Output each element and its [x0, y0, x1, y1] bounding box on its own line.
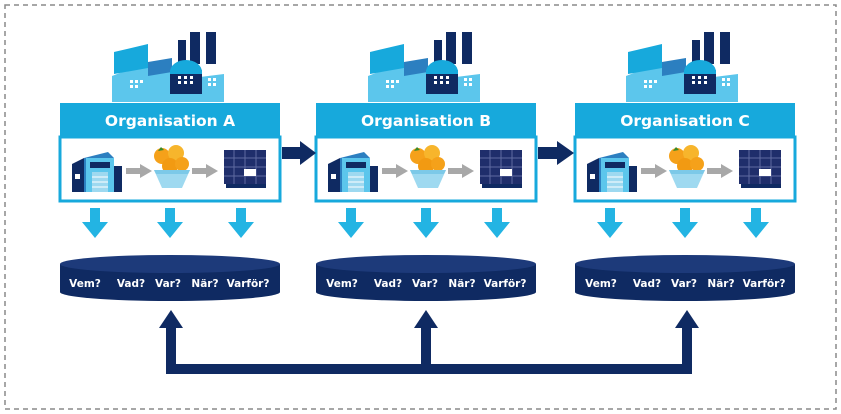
questions-b: Vem? Vad? Var? När? Varför? [326, 278, 526, 290]
question-where: Var? [412, 278, 438, 290]
question-when: När? [448, 278, 475, 290]
factory-icon [626, 32, 738, 102]
org-a-header [60, 103, 280, 137]
org-a: Organisation A [58, 32, 282, 301]
org-c-title: Organisation C [620, 112, 750, 130]
database-icon [575, 255, 795, 301]
down-arrow-icon [157, 208, 183, 238]
org-b-title: Organisation B [361, 112, 491, 130]
down-arrow-icon [743, 208, 769, 238]
question-what: Vad? [117, 278, 145, 290]
flow-arrow-a-to-b [282, 141, 316, 165]
org-a-title: Organisation A [105, 112, 235, 130]
question-where: Var? [155, 278, 181, 290]
questions-a: Vem? Vad? Var? När? Varför? [69, 278, 269, 290]
flow-arrow-b-to-c [538, 141, 574, 165]
pallet-boxes-icon [223, 149, 267, 189]
question-who: Vem? [69, 278, 101, 290]
down-arrow-icon [672, 208, 698, 238]
question-when: När? [707, 278, 734, 290]
database-icon [316, 255, 536, 301]
question-who: Vem? [326, 278, 358, 290]
question-why: Varför? [227, 278, 270, 290]
down-arrow-icon [597, 208, 623, 238]
pallet-boxes-icon [738, 149, 782, 189]
org-b-header [316, 103, 536, 137]
dashed-frame [4, 4, 837, 410]
question-why: Varför? [743, 278, 786, 290]
down-arrow-icon [82, 208, 108, 238]
down-arrow-icon [484, 208, 510, 238]
pallet-boxes-icon [479, 149, 523, 189]
down-arrow-icon [413, 208, 439, 238]
down-arrow-icon [338, 208, 364, 238]
org-b: Organisation B [314, 32, 538, 301]
factory-icon [112, 32, 224, 102]
question-what: Vad? [633, 278, 661, 290]
question-what: Vad? [374, 278, 402, 290]
question-where: Var? [671, 278, 697, 290]
database-icon [60, 255, 280, 301]
org-c-header [575, 103, 795, 137]
org-c: Organisation C [573, 32, 797, 301]
down-arrow-icon [228, 208, 254, 238]
question-who: Vem? [585, 278, 617, 290]
questions-c: Vem? Vad? Var? När? Varför? [585, 278, 785, 290]
factory-icon [368, 32, 480, 102]
shared-connector [159, 310, 699, 374]
question-why: Varför? [484, 278, 527, 290]
question-when: När? [191, 278, 218, 290]
